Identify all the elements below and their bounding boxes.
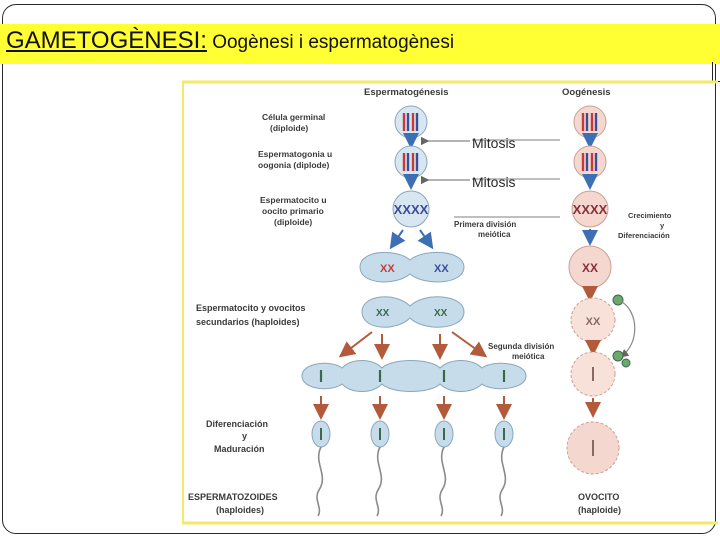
- arrow-spermatid-4: [451, 331, 488, 358]
- title-sub: Oogènesi i espermatogènesi: [206, 32, 455, 53]
- title-bar: [0, 24, 720, 64]
- spermatozoon-4: [494, 420, 514, 517]
- spermatozoon-1: [311, 420, 331, 517]
- label-differentiation-and: y: [242, 431, 247, 441]
- chromosomes-secondary-right: XX: [434, 308, 448, 319]
- gametogenesis-diagram: Espermatogénesis Oogénesis Célula germin…: [182, 80, 718, 525]
- side-mark: [712, 62, 720, 82]
- secondary-oocyte: [570, 297, 616, 343]
- label-ovocyte: OVOCITO: [578, 492, 619, 502]
- label-second-division-meiotic: meiótica: [512, 352, 545, 361]
- label-mitosis-1: Mitosis: [472, 135, 516, 151]
- primary-oocyte: [571, 190, 609, 228]
- chromosomes-right-daughter: XX: [434, 263, 449, 275]
- chromosomes-secondary-oocyte: XX: [586, 316, 601, 328]
- primary-spermatocyte: [392, 190, 430, 228]
- chromosomes-secondary-left: XX: [376, 308, 390, 319]
- label-maturation: Maduración: [214, 444, 265, 454]
- label-mitosis-2: Mitosis: [472, 174, 516, 190]
- chromosomes-germ-sperm: [402, 113, 419, 131]
- arrow-spermatid-1: [338, 331, 373, 358]
- title-main: GAMETOGÈNESI:: [6, 27, 207, 54]
- secondary-spermatocytes: [361, 296, 465, 328]
- spermatid-chain: [301, 360, 527, 392]
- label-germ-cell-ploidy: (diploide): [270, 123, 308, 133]
- chromosomes-grown-oocyte: XX: [582, 261, 598, 275]
- page-title: GAMETOGÈNESI: Oogènesi i espermatogènesi: [6, 27, 454, 55]
- chromosomes-primary-oocyte: XXXX: [573, 202, 608, 217]
- label-spermatozoa: ESPERMATOZOIDES: [188, 492, 278, 502]
- arrow-sperm-split-left: [389, 229, 406, 250]
- label-second-division: Segunda división: [488, 342, 554, 351]
- spermatogonia-cell: [394, 145, 428, 179]
- spermatozoon-3: [434, 420, 454, 517]
- chromosomes-primary-spermatocyte: XXXX: [394, 202, 429, 217]
- polar-body-arrow: [620, 301, 636, 358]
- chromosomes-germ-oo: [581, 113, 598, 131]
- slide-frame: [2, 4, 716, 534]
- label-first-division: Primera división: [454, 220, 516, 229]
- chromosomes-oogonia: [581, 153, 598, 171]
- polar-body-3: [621, 358, 631, 368]
- label-primary-ploidy: (diploide): [274, 217, 312, 227]
- label-growth-and: y: [660, 221, 665, 230]
- germ-cell-oo: [573, 105, 607, 139]
- chromosomes-spermatogonia: [402, 153, 419, 171]
- chromosomes-left-daughter: XX: [380, 263, 395, 275]
- label-spermatogonia: Espermatogonia u: [258, 149, 332, 159]
- polar-body-2: [612, 350, 624, 362]
- header-oogenesis: Oogénesis: [562, 87, 611, 98]
- spermatozoon-2: [370, 420, 390, 517]
- label-first-division-meiotic: meiótica: [478, 230, 511, 239]
- label-differentiation: Diferenciación: [206, 419, 268, 429]
- germ-cell-sperm: [394, 105, 428, 139]
- chromosomes-spermatids: [319, 370, 506, 382]
- label-secondary-cells: Espermatocito y ovocitos: [196, 303, 306, 313]
- label-growth-differentiation: Diferenciación: [618, 231, 670, 240]
- dividing-cell-meiosis-1: [359, 251, 465, 283]
- label-ovocyte-ploidy: (haploide): [578, 505, 621, 515]
- label-germ-cell: Célula germinal: [262, 112, 325, 122]
- oogonia-cell: [573, 145, 607, 179]
- label-primary-oocyte: oocito primario: [262, 206, 324, 216]
- label-spermatocyte: Espermatocito u: [260, 195, 327, 205]
- label-spermatozoa-ploidy: (haploides): [216, 505, 264, 515]
- label-oogonia: oogonia (diplode): [258, 160, 329, 170]
- arrow-sperm-split-right: [417, 229, 434, 250]
- header-espermatogenesis: Espermatogénesis: [364, 87, 448, 98]
- label-growth: Crecimiento: [628, 211, 672, 220]
- polar-body-1: [612, 294, 624, 306]
- label-secondary-ploidy: secundarios (haploides): [196, 317, 300, 327]
